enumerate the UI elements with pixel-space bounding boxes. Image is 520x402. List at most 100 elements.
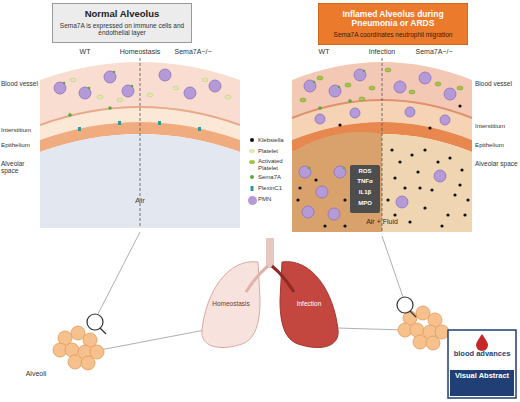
- magnifier: [397, 297, 413, 313]
- header-body: Sema7A is expressed on immune cells and …: [57, 22, 187, 37]
- layer-label: Epithelium: [1, 141, 41, 148]
- klebsiella: [418, 186, 421, 189]
- klebsiella: [436, 160, 439, 163]
- space-label: Air: [120, 196, 160, 205]
- klebsiella: [403, 186, 406, 189]
- legend-text: PMN: [258, 196, 292, 203]
- alveoli-cluster: [81, 356, 95, 370]
- lung-label: Homeostasis: [203, 300, 259, 307]
- pmn-cell: [54, 69, 221, 99]
- logo-text: Visual Abstract: [450, 372, 514, 381]
- activated-platelet: [359, 97, 365, 101]
- pmn-cell: [419, 72, 431, 84]
- normal-alveolus-panel: [40, 58, 240, 228]
- pmn-cell: [122, 85, 134, 97]
- pmn-cell: [184, 87, 196, 99]
- sema7a-marker: [308, 70, 366, 170]
- plexinc1-marker: [78, 127, 81, 131]
- pmn-cell: [299, 69, 456, 220]
- platelet: [70, 78, 231, 102]
- klebsiella: [296, 198, 299, 201]
- magnifier: [87, 314, 103, 330]
- platelet: [97, 95, 103, 99]
- plexinc1-marker: [158, 121, 161, 125]
- klebsiella: [296, 104, 469, 227]
- sema7a-marker: [131, 85, 134, 88]
- sema7a-marker: [338, 86, 341, 89]
- pmn-cell: [316, 186, 328, 198]
- activated-platelet: [457, 86, 463, 90]
- magnifier: [410, 311, 416, 317]
- platelet: [147, 93, 153, 97]
- legend-text: Klebsiella: [258, 137, 292, 144]
- journal-logo: [450, 370, 514, 396]
- klebsiella: [466, 198, 469, 201]
- klebsiella: [323, 224, 326, 227]
- legend-swatch: [249, 149, 255, 153]
- genotype-label: Sema7A−/−: [168, 48, 218, 56]
- alveoli-cluster: [426, 336, 440, 350]
- pmn-cell: [54, 82, 66, 94]
- layer-label: Epithelium: [475, 141, 519, 148]
- inflamed-alveolus-panel: [382, 58, 383, 232]
- header-title: Normal Alveolus: [57, 9, 187, 20]
- klebsiella: [390, 148, 393, 151]
- sema7a-marker: [113, 71, 116, 74]
- klebsiella: [463, 213, 466, 216]
- pmn-cell: [394, 81, 406, 93]
- klebsiella: [448, 156, 451, 159]
- sema7a-marker: [313, 81, 316, 84]
- sema7a-marker: [363, 70, 366, 73]
- header-title: Inflamed Alveolus during Pneumonia or AR…: [323, 10, 463, 30]
- klebsiella: [386, 198, 389, 201]
- klebsiella: [423, 148, 426, 151]
- sema7a-marker: [308, 167, 311, 170]
- platelet: [202, 78, 208, 82]
- klebsiella: [458, 104, 461, 107]
- journal-logo: [448, 330, 516, 398]
- condition-label: Homeostasis: [108, 48, 172, 56]
- klebsiella: [460, 168, 463, 171]
- activated-platelet: [345, 83, 351, 87]
- plexinc1-marker: [78, 121, 201, 131]
- layer-label: Blood vessel: [1, 80, 39, 87]
- pmn-cell: [104, 71, 116, 83]
- activated-platelet: [369, 86, 375, 90]
- pmn-cell: [334, 166, 346, 178]
- space-label: Air + Fluid: [348, 218, 416, 226]
- alveoli-cluster: [416, 306, 430, 320]
- layer-label: Alveolar space: [475, 160, 519, 167]
- legend-swatch: [250, 175, 254, 179]
- lungs: [266, 238, 274, 268]
- sema7a-marker: [343, 167, 346, 170]
- sema7a-marker: [318, 106, 322, 110]
- legend-swatch: [248, 196, 257, 205]
- pmn-cell: [79, 87, 91, 99]
- sema7a-marker: [108, 106, 112, 110]
- lungs: [202, 262, 260, 348]
- plexinc1-marker: [118, 121, 121, 125]
- inflamed-alveolus-panel: [350, 165, 380, 213]
- genotype-label: WT: [307, 48, 341, 56]
- activated-platelet: [409, 90, 415, 94]
- sema7a-marker: [63, 82, 66, 85]
- platelet: [117, 98, 123, 102]
- pmn-cell: [350, 108, 360, 118]
- klebsiella: [440, 224, 443, 227]
- platelet: [70, 78, 76, 82]
- alveoli-cluster: [53, 306, 449, 370]
- header-box: Inflamed Alveolus during Pneumonia or AR…: [318, 3, 468, 45]
- legend-plexinc1-symbol: [251, 186, 254, 191]
- condition-label: Infection: [352, 48, 412, 56]
- inflamed-alveolus-panel: [292, 58, 472, 232]
- platelet: [173, 86, 179, 90]
- legend-text: PlexinC1: [258, 185, 292, 192]
- klebsiella: [458, 183, 461, 186]
- leader-line: [382, 236, 403, 297]
- layer-label: Interstitium: [1, 126, 41, 133]
- pmn-cell: [329, 85, 341, 97]
- klebsiella: [428, 126, 431, 129]
- plexinc1-marker: [198, 127, 201, 131]
- platelet: [225, 95, 231, 99]
- magnifier: [87, 297, 416, 334]
